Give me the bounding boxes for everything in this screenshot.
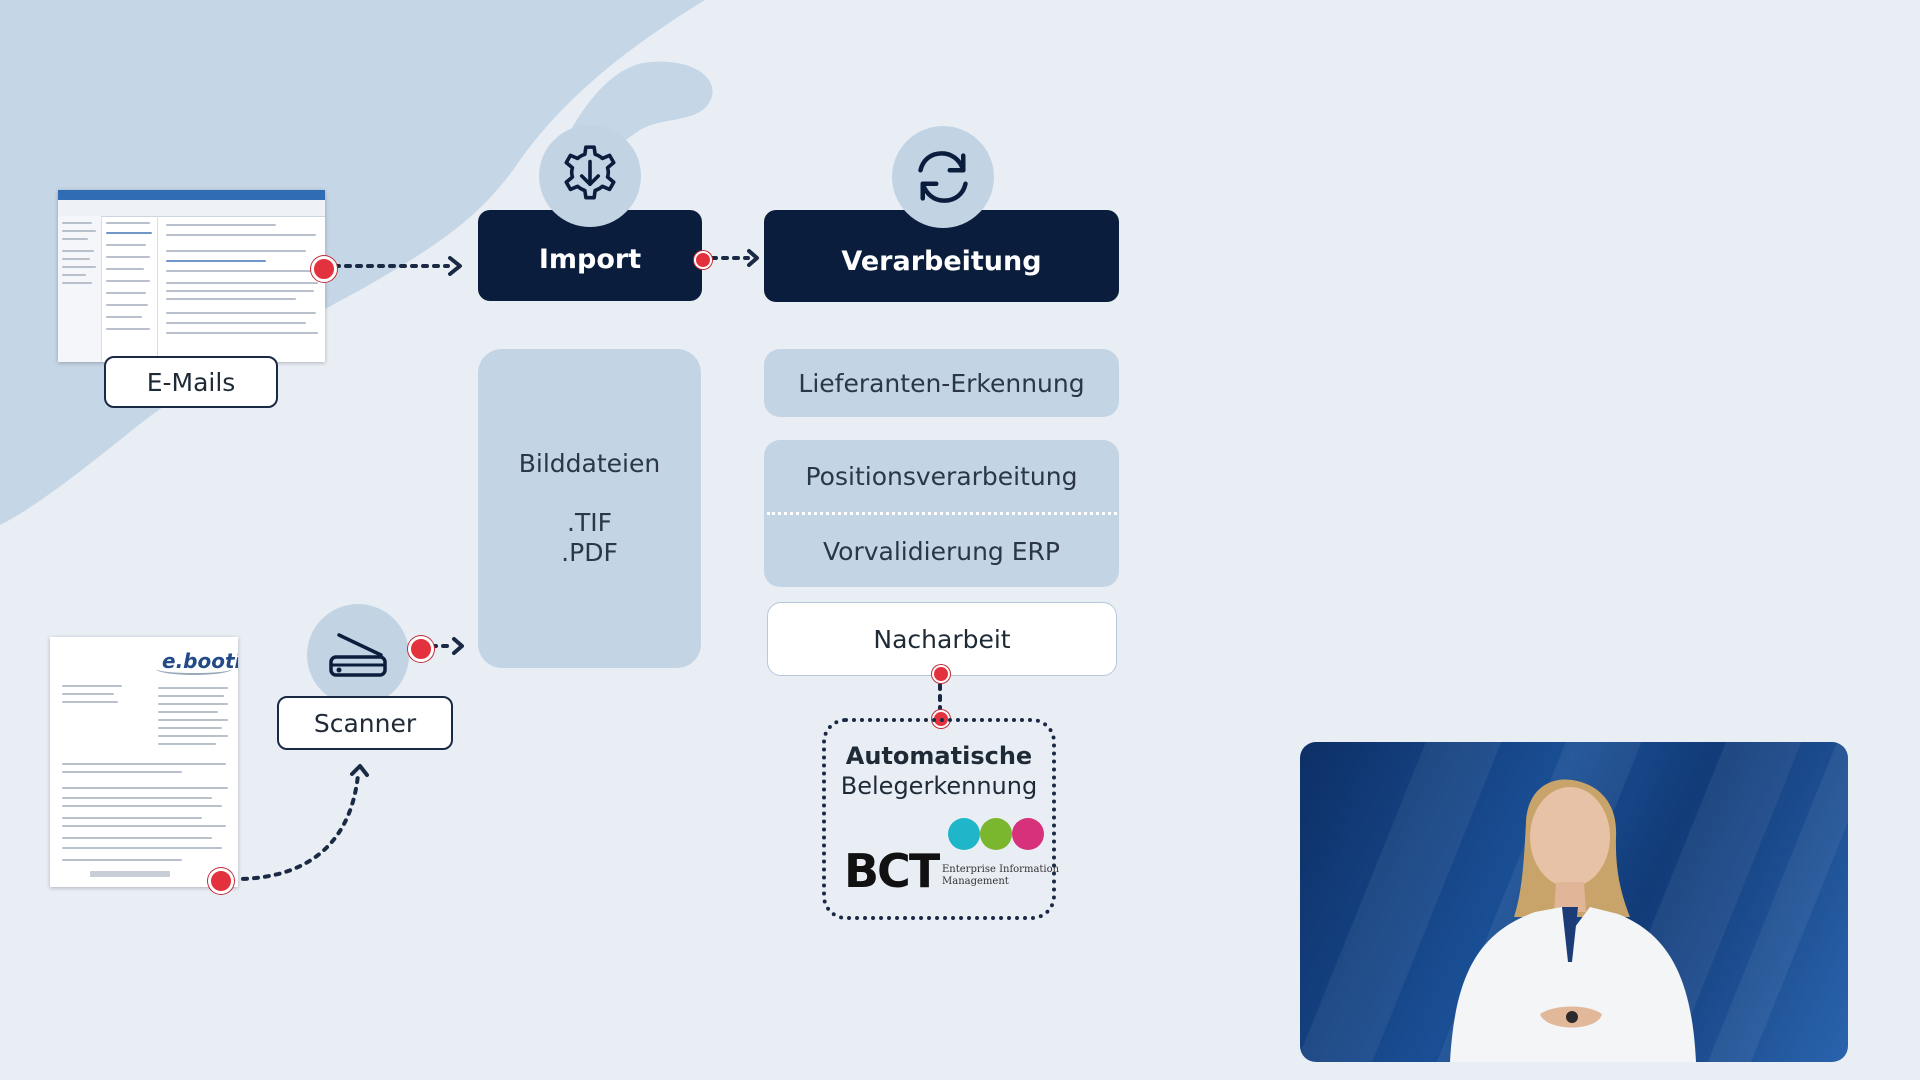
- import-box: Import: [478, 210, 702, 301]
- scanned-document: e.bootis: [50, 637, 238, 887]
- bct-logo-tagline-2: Management: [942, 876, 1009, 887]
- position-processing-label: Positionsverarbeitung: [805, 461, 1078, 491]
- import-label: Import: [538, 244, 642, 275]
- scanner-icon: [329, 633, 387, 677]
- import-connector-dot: [694, 251, 712, 269]
- image-files-title: Bilddateien: [518, 449, 661, 478]
- emails-label: E-Mails: [104, 356, 278, 408]
- automatic-recognition-box: Automatische Belegerkennung BCT Enterpri…: [822, 718, 1059, 920]
- scanner-icon-circle: [307, 604, 409, 706]
- image-files-panel: Bilddateien .TIF .PDF: [478, 349, 701, 668]
- processing-icon-circle: [892, 126, 994, 228]
- logo-circle-magenta: [1012, 818, 1044, 850]
- refresh-cycle-icon: [918, 151, 968, 203]
- bct-logo-tagline-1: Enterprise Information: [942, 864, 1060, 875]
- document-connector-dot: [208, 868, 234, 894]
- bct-logo-text: BCT: [844, 844, 940, 898]
- logo-circle-green: [980, 818, 1012, 850]
- step-divider: [766, 512, 1117, 515]
- logo-circle-teal: [948, 818, 980, 850]
- supplier-recognition-box: Lieferanten-Erkennung: [764, 349, 1119, 417]
- recognition-title-bold: Automatische: [845, 742, 1033, 770]
- bct-logo: BCT Enterprise Information Management: [844, 818, 1059, 898]
- image-format-pdf: .PDF: [561, 538, 618, 567]
- arrowhead: [452, 637, 464, 655]
- recognition-title: Belegerkennung: [840, 772, 1038, 800]
- scanner-connector-dot: [408, 636, 434, 662]
- document-logo-swoosh: [156, 663, 232, 675]
- arrowhead: [448, 256, 462, 276]
- bct-logo-circles: [948, 818, 1044, 852]
- arrowhead: [747, 249, 759, 267]
- email-connector-dot: [311, 256, 337, 282]
- import-icon-circle: [539, 125, 641, 227]
- gear-download-icon: [564, 145, 616, 200]
- rework-box: Nacharbeit: [767, 602, 1117, 676]
- document-to-scanner-connector: [230, 773, 360, 882]
- erp-prevalidation-label: Vorvalidierung ERP: [823, 536, 1060, 566]
- image-format-tif: .TIF: [567, 508, 612, 537]
- position-processing-group: Positionsverarbeitung Vorvalidierung ERP: [764, 440, 1119, 587]
- rework-connector-dot: [932, 665, 950, 683]
- arrowhead: [350, 764, 369, 777]
- presenter-figure: [1450, 779, 1696, 1062]
- email-client-screenshot: [58, 190, 325, 362]
- processing-label: Verarbeitung: [841, 245, 1042, 277]
- presenter-video[interactable]: [1300, 742, 1848, 1062]
- scanner-label: Scanner: [277, 696, 453, 750]
